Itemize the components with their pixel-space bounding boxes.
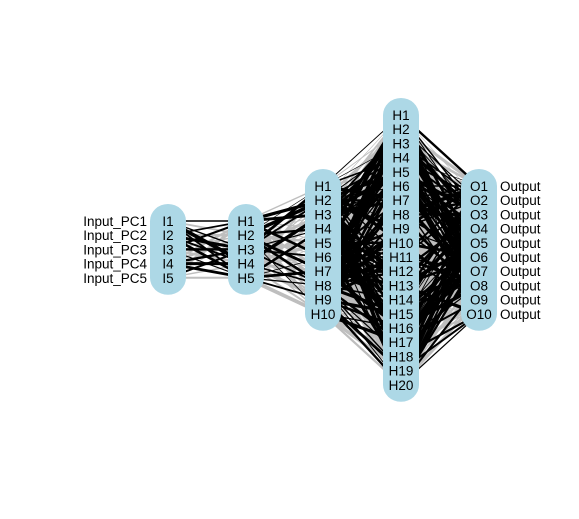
node-hidden3-14-label: H14 <box>389 293 414 308</box>
node-output-7-label: O7 <box>470 264 488 279</box>
node-input-4-label: I4 <box>162 257 174 272</box>
layer-input-nodes <box>150 204 186 295</box>
layer-hidden1-nodes <box>228 204 264 295</box>
node-hidden3-8-label: H8 <box>392 207 409 222</box>
input-label-2: Input_PC2 <box>83 228 147 243</box>
node-hidden2-1-label: H1 <box>314 179 331 194</box>
node-hidden3-19-label: H19 <box>389 364 414 379</box>
node-hidden3-9-label: H9 <box>392 222 409 237</box>
layer-hidden3-nodes <box>383 98 419 402</box>
node-hidden3-10-label: H10 <box>389 236 414 251</box>
output-label-2: Output <box>500 193 541 208</box>
node-output-9-label: O9 <box>470 293 488 308</box>
node-hidden2-9-label: H9 <box>314 293 331 308</box>
output-label-7: Output <box>500 264 541 279</box>
node-hidden3-18-label: H18 <box>389 349 414 364</box>
input-label-5: Input_PC5 <box>83 271 147 286</box>
node-hidden3-11-label: H11 <box>389 250 413 265</box>
node-output-2-label: O2 <box>470 193 488 208</box>
node-hidden3-12-label: H12 <box>389 264 414 279</box>
node-hidden3-4-label: H4 <box>392 151 410 166</box>
node-hidden2-4-label: H4 <box>314 222 332 237</box>
node-hidden1-3-label: H3 <box>237 242 254 257</box>
node-output-1-label: O1 <box>470 179 488 194</box>
layer-hidden2-nodes <box>305 169 341 331</box>
node-hidden3-16-label: H16 <box>389 321 414 336</box>
node-output-8-label: O8 <box>470 278 488 293</box>
node-hidden1-2-label: H2 <box>237 228 254 243</box>
node-hidden2-3-label: H3 <box>314 207 331 222</box>
node-hidden3-5-label: H5 <box>392 165 409 180</box>
output-label-6: Output <box>500 250 541 265</box>
node-hidden2-5-label: H5 <box>314 236 331 251</box>
input-label-1: Input_PC1 <box>83 214 147 229</box>
node-hidden3-2-label: H2 <box>392 122 409 137</box>
node-input-5-label: I5 <box>162 271 173 286</box>
node-output-5-label: O5 <box>470 236 488 251</box>
node-hidden1-5-label: H5 <box>237 271 254 286</box>
node-input-3-label: I3 <box>162 242 173 257</box>
node-output-10-label: O10 <box>466 307 492 322</box>
output-label-8: Output <box>500 278 541 293</box>
output-label-4: Output <box>500 222 541 237</box>
node-hidden3-1-label: H1 <box>392 108 409 123</box>
input-label-4: Input_PC4 <box>83 257 147 272</box>
node-output-3-label: O3 <box>470 207 488 222</box>
output-label-1: Output <box>500 179 541 194</box>
node-hidden3-15-label: H15 <box>389 307 414 322</box>
node-input-2-label: I2 <box>162 228 173 243</box>
output-label-3: Output <box>500 207 541 222</box>
node-output-6-label: O6 <box>470 250 488 265</box>
node-hidden3-13-label: H13 <box>389 278 414 293</box>
node-hidden3-6-label: H6 <box>392 179 409 194</box>
node-hidden2-6-label: H6 <box>314 250 331 265</box>
input-label-3: Input_PC3 <box>83 242 147 257</box>
node-hidden2-10-label: H10 <box>311 307 336 322</box>
node-hidden3-20-label: H20 <box>389 378 414 393</box>
node-hidden1-4-label: H4 <box>237 257 255 272</box>
node-output-4-label: O4 <box>470 222 489 237</box>
layer-output-nodes <box>461 169 497 331</box>
node-hidden2-8-label: H8 <box>314 278 331 293</box>
node-hidden3-3-label: H3 <box>392 136 409 151</box>
output-label-9: Output <box>500 293 541 308</box>
output-label-10: Output <box>500 307 541 322</box>
layer-hidden3: H1H2H3H4H5H6H7H8H9H10H11H12H13H14H15H16H… <box>383 98 419 402</box>
node-input-1-label: I1 <box>162 214 173 229</box>
node-hidden2-2-label: H2 <box>314 193 331 208</box>
node-hidden3-7-label: H7 <box>392 193 409 208</box>
node-layers: I1I2I3I4I5H1H2H3H4H5H1H2H3H4H5H6H7H8H9H1… <box>150 98 497 402</box>
node-hidden3-17-label: H17 <box>389 335 414 350</box>
output-label-5: Output <box>500 236 541 251</box>
node-hidden1-1-label: H1 <box>237 214 254 229</box>
io-labels: Input_PC1Input_PC2Input_PC3Input_PC4Inpu… <box>83 179 541 322</box>
node-hidden2-7-label: H7 <box>314 264 331 279</box>
